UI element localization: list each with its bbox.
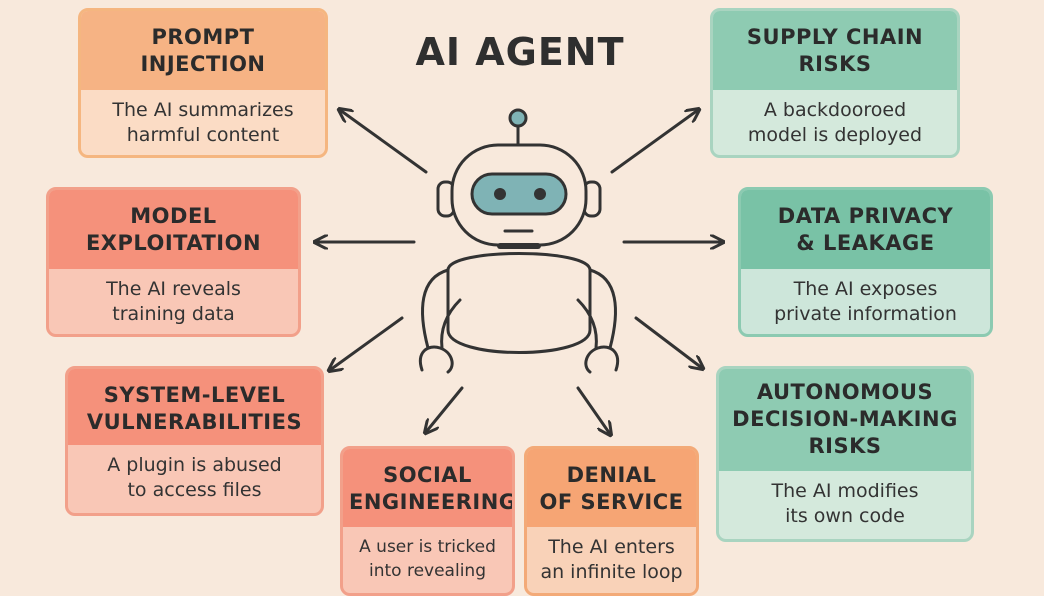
card-social-engineering: SOCIAL ENGINEERING A user is tricked int… bbox=[340, 446, 515, 596]
card-data-privacy-leakage: DATA PRIVACY & LEAKAGE The AI exposes pr… bbox=[738, 187, 993, 337]
arrow-prompt-injection bbox=[340, 110, 428, 174]
arrow-autonomous bbox=[634, 316, 702, 368]
card-description: The AI reveals training data bbox=[106, 278, 241, 325]
card-description: A plugin is abused to access files bbox=[107, 454, 282, 501]
card-description: A user is tricked into revealing bbox=[359, 537, 496, 581]
card-description: A backdooroed model is deployed bbox=[747, 99, 923, 146]
arrow-supply-chain bbox=[610, 110, 698, 174]
card-title: PROMPT INJECTION bbox=[81, 11, 325, 90]
card-description: The AI exposes private information bbox=[774, 278, 957, 325]
arrow-denial-of-service bbox=[576, 386, 610, 434]
card-denial-of-service: DENIAL OF SERVICE The AI enters an infin… bbox=[524, 446, 699, 596]
arrow-system-level bbox=[330, 316, 404, 370]
card-title: AUTONOMOUS DECISION-MAKING RISKS bbox=[719, 369, 971, 471]
card-title: DENIAL OF SERVICE bbox=[527, 449, 696, 527]
arrow-social-engineering bbox=[426, 386, 464, 432]
card-description: The AI summarizes harmful content bbox=[112, 99, 294, 146]
card-description: The AI enters an infinite loop bbox=[540, 536, 683, 583]
card-supply-chain-risks: SUPPLY CHAIN RISKS A backdooroed model i… bbox=[710, 8, 960, 158]
card-description: The AI modifies its own code bbox=[771, 480, 919, 527]
card-autonomous-decision-making: AUTONOMOUS DECISION-MAKING RISKS The AI … bbox=[716, 366, 974, 542]
card-title: SUPPLY CHAIN RISKS bbox=[713, 11, 957, 90]
card-title: SOCIAL ENGINEERING bbox=[343, 449, 512, 527]
card-model-exploitation: MODEL EXPLOITATION The AI reveals traini… bbox=[46, 187, 301, 337]
card-title: SYSTEM-LEVEL VULNERABILITIES bbox=[68, 369, 321, 445]
diagram-title: AI AGENT bbox=[415, 30, 625, 74]
card-prompt-injection: PROMPT INJECTION The AI summarizes harmf… bbox=[78, 8, 328, 158]
card-title: DATA PRIVACY & LEAKAGE bbox=[741, 190, 990, 269]
card-system-level-vulnerabilities: SYSTEM-LEVEL VULNERABILITIES A plugin is… bbox=[65, 366, 324, 516]
card-title: MODEL EXPLOITATION bbox=[49, 190, 298, 269]
